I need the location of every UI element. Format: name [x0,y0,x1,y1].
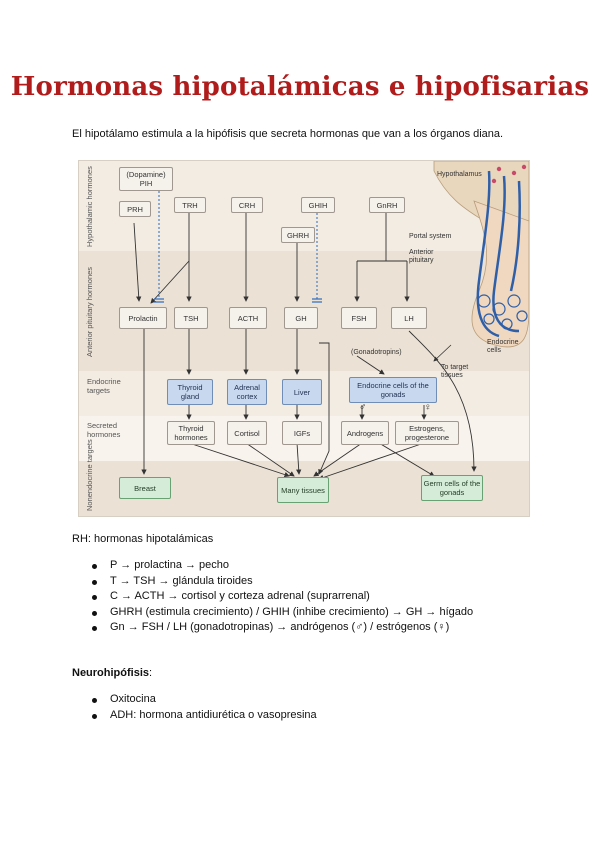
pituitary-illustration [433,161,529,362]
ghih-box: GHIH [301,197,335,213]
row-label-secreted-hormones: Secreted hormones [87,421,121,439]
ghrh-box: GHRH [281,227,315,243]
neuro-heading-colon: : [149,667,153,679]
neuro-list: Oxitocina ADH: hormona antidiurética o v… [72,692,317,723]
anterior-pituitary-label: Anterior pituitary [409,249,434,264]
germ-cells-box: Germ cells of the gonads [421,475,483,501]
list-item: GHRH (estimula crecimiento) / GHIH (inhi… [72,605,473,621]
list-item: Oxitocina [72,692,317,708]
neuro-heading-text: Neurohipófisis [72,667,150,679]
male-symbol: ♂ [359,402,367,413]
trh-box: TRH [174,197,206,213]
dopamine-label: (Dopamine) [126,170,166,179]
to-target-tissues-label: To target tissues [441,364,469,379]
acth-box: ACTH [229,307,267,329]
row-label-anterior-pituitary: Anterior pituitary hormones [85,266,94,357]
crh-box: CRH [231,197,263,213]
list-item: T → TSH → glándula tiroides [72,574,473,590]
adrenal-cortex-box: Adrenal cortex [227,379,267,405]
prh-box: PRH [119,201,151,217]
hypothalamus-label: Hypothalamus [437,171,482,178]
list-item: ADH: hormona antidiurética o vasopresina [72,708,317,724]
row-label-nonendocrine: Nonendocrine targets [85,439,94,511]
female-symbol: ♀ [424,402,432,413]
gonadotropins-label: (Gonadotropins) [351,349,402,356]
row-label-hypothalamic: Hypothalamic hormones [85,166,94,247]
pih-label: PIH [139,179,153,188]
fsh-box: FSH [341,307,377,329]
rh-list: P → prolactina → pecho T → TSH → glándul… [72,558,473,636]
androgens-box: Androgens [341,421,389,445]
dopamine-pih-box: (Dopamine) PIH [119,167,173,191]
neuro-heading: Neurohipófisis: [72,667,152,679]
thyroid-hormones-box: Thyroid hormones [167,421,215,445]
rh-heading: RH: hormonas hipotalámicas [72,533,214,545]
list-item: Gn → FSH / LH (gonadotropinas) → andróge… [72,620,473,636]
thyroid-gland-box: Thyroid gland [167,379,213,405]
endocrine-cells-label: Endocrine cells [487,339,519,354]
row-label-endocrine-targets: Endocrine targets [87,377,121,395]
intro-paragraph: El hipotálamo estimula a la hipófisis qu… [72,128,504,140]
gonads-endocrine-box: Endocrine cells of the gonads [349,377,437,403]
page-title: Hormonas hipotalámicas e hipofisarias [10,72,590,102]
tsh-box: TSH [174,307,208,329]
hormone-pathway-figure: Hypothalamic hormones Anterior pituitary… [78,160,530,517]
lh-box: LH [391,307,427,329]
liver-box: Liver [282,379,322,405]
list-item: C → ACTH → cortisol y corteza adrenal (s… [72,589,473,605]
list-item: P → prolactina → pecho [72,558,473,574]
connector-lines [133,161,529,481]
igfs-box: IGFs [282,421,322,445]
many-tissues-box: Many tissues [277,477,329,503]
prolactin-box: Prolactin [119,307,167,329]
portal-system-label: Portal system [409,233,452,240]
cortisol-box: Cortisol [227,421,267,445]
gnrh-box: GnRH [369,197,405,213]
estrogens-box: Estrogens, progesterone [395,421,459,445]
breast-box: Breast [119,477,171,499]
gh-box: GH [284,307,318,329]
